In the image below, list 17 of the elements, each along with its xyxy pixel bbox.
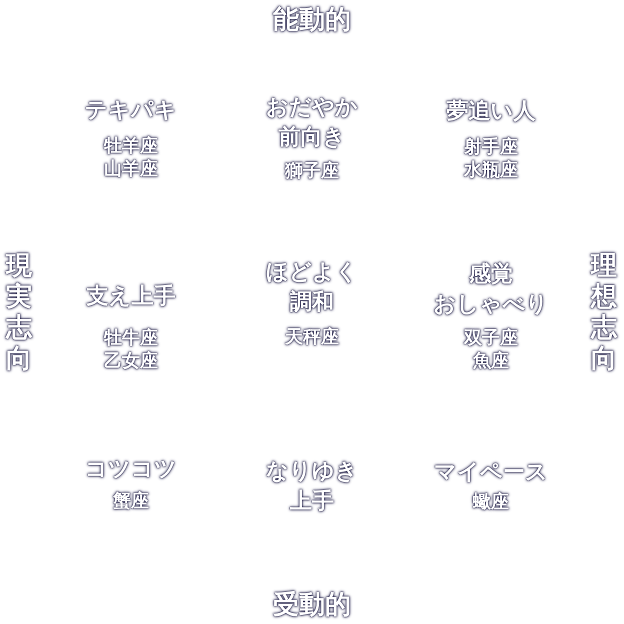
type-heading: 感覚おしゃべり [434,260,548,319]
axis-label: 受動的 [273,589,351,621]
type-heading: おだやか前向き [266,93,358,152]
type-heading: 夢追い人 [446,97,536,126]
type-heading: 支え上手 [86,282,176,311]
type-heading: なりゆき上手 [266,457,358,516]
zodiac-label: 獅子座 [285,160,339,182]
type-heading: マイペース [434,458,548,487]
type-heading: ほどよく調和 [266,258,358,317]
type-heading: コツコツ [85,455,177,484]
zodiac-label: 蟹座 [113,490,149,512]
axis-label: 現実志向 [6,251,32,375]
zodiac-label: 蠍座 [473,490,509,514]
axis-label: 能動的 [273,4,351,36]
axis-label: 理想志向 [591,251,617,375]
zodiac-label: 天秤座 [285,326,339,348]
type-heading: テキパキ [85,96,177,125]
